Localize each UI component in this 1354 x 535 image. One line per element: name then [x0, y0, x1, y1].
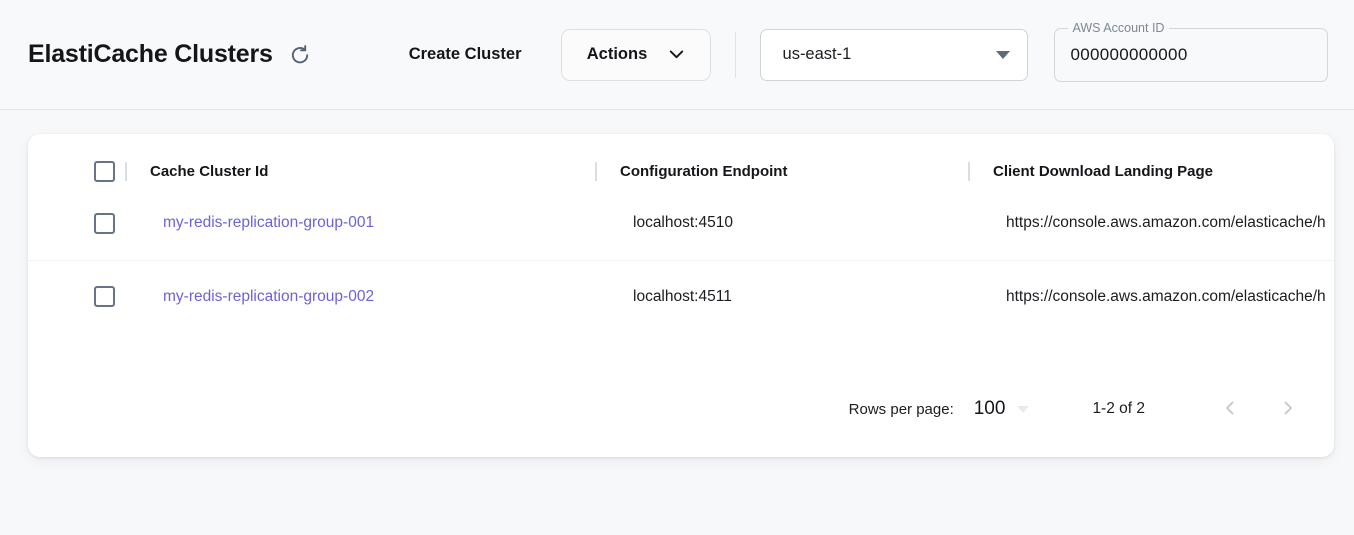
row-endpoint-cell: localhost:4510: [595, 187, 968, 260]
chevron-left-icon: [1221, 399, 1239, 420]
region-select-value: us-east-1: [782, 45, 852, 63]
row-endpoint-cell: localhost:4511: [595, 259, 968, 333]
pagination-bar: Rows per page: 100 1-2 of 2: [28, 361, 1334, 457]
table-header: Cache Cluster Id Configuration Endpoint …: [28, 134, 1334, 187]
row-select-cell: [28, 187, 125, 260]
page-title: ElastiCache Clusters: [28, 40, 273, 68]
table-row[interactable]: my-redis-replication-group-001 localhost…: [28, 187, 1334, 260]
chevron-right-icon: [1279, 399, 1297, 420]
column-separator: [125, 162, 127, 181]
rows-per-page-label: Rows per page:: [848, 400, 954, 418]
rows-per-page-select[interactable]: 100: [974, 398, 1030, 420]
aws-account-id-input[interactable]: [1070, 44, 1311, 65]
actions-button-label: Actions: [586, 45, 648, 63]
title-block: ElastiCache Clusters: [28, 40, 313, 69]
triangle-down-icon: [995, 50, 1010, 59]
clusters-table-card: Cache Cluster Id Configuration Endpoint …: [28, 134, 1334, 457]
endpoint-value: localhost:4510: [633, 214, 733, 232]
select-all-header: [28, 134, 125, 187]
chevron-down-icon: [1017, 405, 1030, 413]
column-header-endpoint[interactable]: Configuration Endpoint: [595, 134, 968, 187]
select-all-checkbox[interactable]: [94, 161, 115, 182]
row-landing-page-cell: https://console.aws.amazon.com/elasticac…: [968, 259, 1334, 333]
landing-page-value: https://console.aws.amazon.com/elasticac…: [1006, 214, 1326, 232]
endpoint-value: localhost:4511: [633, 287, 732, 305]
pagination-range: 1-2 of 2: [1092, 400, 1145, 417]
row-cluster-id-cell: my-redis-replication-group-002: [125, 259, 595, 333]
row-landing-page-cell: https://console.aws.amazon.com/elasticac…: [968, 187, 1334, 260]
aws-account-id-label: AWS Account ID: [1067, 20, 1170, 35]
column-header-label: Client Download Landing Page: [993, 163, 1214, 180]
landing-page-value: https://console.aws.amazon.com/elasticac…: [1006, 287, 1326, 305]
rows-per-page-value: 100: [973, 398, 1006, 419]
refresh-icon[interactable]: [287, 42, 313, 68]
row-checkbox[interactable]: [94, 212, 115, 234]
column-header-label: Cache Cluster Id: [150, 163, 269, 180]
column-separator: [595, 162, 597, 181]
actions-button[interactable]: Actions: [560, 28, 711, 81]
column-separator: [968, 162, 970, 181]
header-divider: [734, 31, 736, 78]
next-page-button[interactable]: [1266, 387, 1310, 431]
previous-page-button[interactable]: [1208, 387, 1252, 431]
row-cluster-id-cell: my-redis-replication-group-001: [125, 187, 595, 260]
cluster-id-link[interactable]: my-redis-replication-group-001: [163, 214, 375, 232]
app-header: ElastiCache Clusters Create Cluster Acti…: [0, 0, 1354, 110]
region-select[interactable]: us-east-1: [759, 28, 1028, 81]
create-cluster-button[interactable]: Create Cluster: [403, 37, 528, 72]
table-body: my-redis-replication-group-001 localhost…: [28, 187, 1334, 333]
column-header-cluster-id[interactable]: Cache Cluster Id: [125, 134, 595, 187]
cluster-id-link[interactable]: my-redis-replication-group-002: [163, 287, 375, 305]
chevron-down-icon: [669, 50, 684, 59]
aws-account-id-field[interactable]: AWS Account ID: [1053, 20, 1328, 82]
table-row[interactable]: my-redis-replication-group-002 localhost…: [28, 259, 1334, 333]
row-checkbox[interactable]: [94, 286, 115, 308]
column-header-label: Configuration Endpoint: [620, 163, 788, 180]
table-header-row: Cache Cluster Id Configuration Endpoint …: [28, 134, 1334, 187]
clusters-table: Cache Cluster Id Configuration Endpoint …: [28, 134, 1334, 333]
column-header-landing-page[interactable]: Client Download Landing Page: [968, 134, 1334, 187]
row-select-cell: [28, 259, 125, 333]
